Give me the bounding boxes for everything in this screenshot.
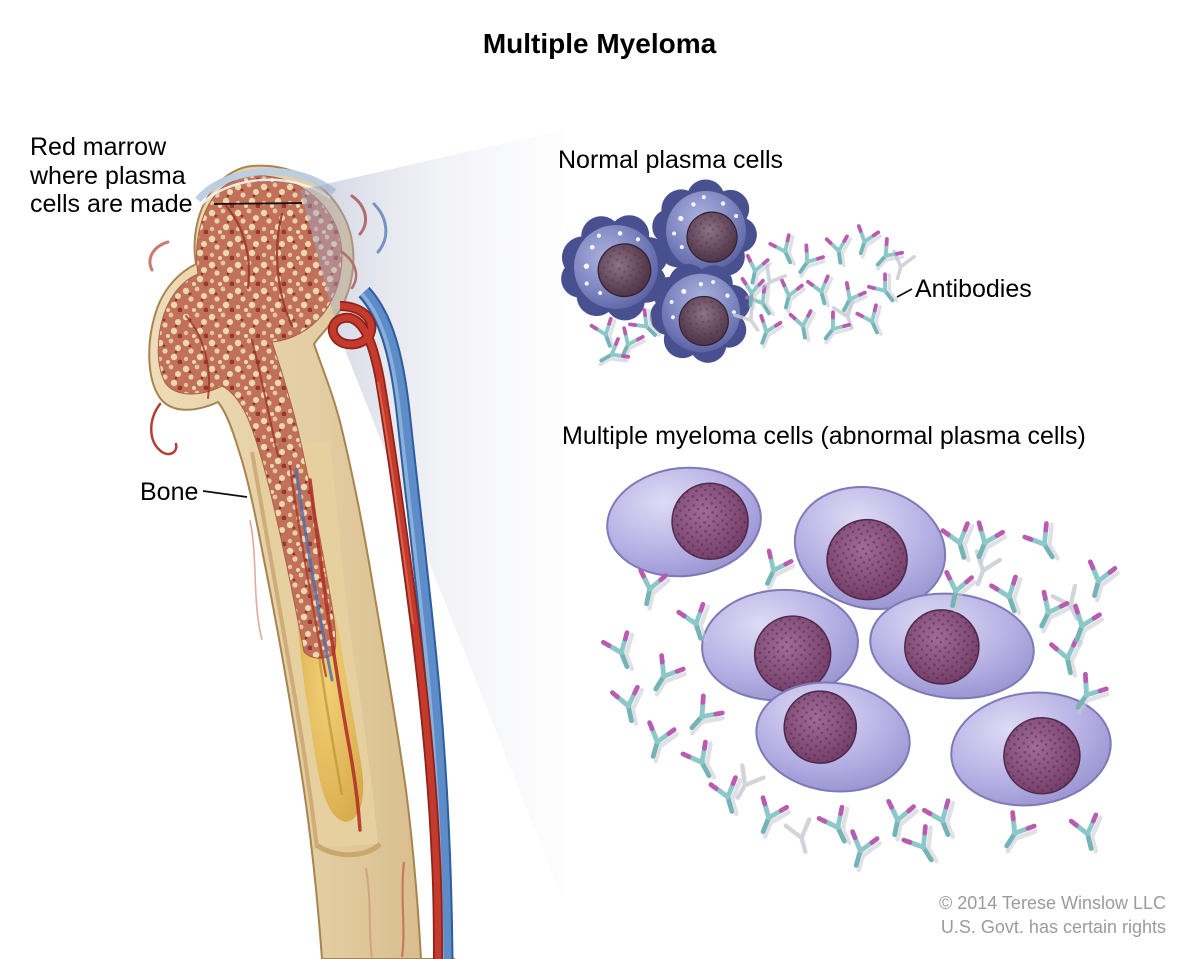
antibody-icon <box>768 232 806 272</box>
label-antibodies: Antibodies <box>915 275 1032 303</box>
leader-lines <box>202 202 913 498</box>
antibody-icon <box>1081 562 1118 604</box>
leader-red-marrow <box>213 202 303 205</box>
antibody-icon <box>824 234 856 270</box>
antibody-icon <box>943 523 981 565</box>
antibody-icon <box>633 570 669 611</box>
antibody-icon <box>881 801 917 842</box>
antibody-icon <box>1029 592 1071 637</box>
credit-line2: U.S. Govt. has certain rights <box>940 916 1166 937</box>
myeloma-cells-group <box>606 466 1112 807</box>
label-bone: Bone <box>140 478 199 506</box>
antibody-icon <box>755 551 795 594</box>
normal-plasma-cells-group <box>546 170 772 384</box>
antibody-icon <box>1025 522 1068 567</box>
leader-bone <box>202 490 248 498</box>
antibody-icon <box>750 798 790 842</box>
antibody-icon <box>612 687 648 728</box>
credit-line1: © 2014 Terese Winslow LLC <box>938 893 1166 914</box>
cut-rim <box>316 842 382 858</box>
copyright-credit: © 2014 Terese Winslow LLC U.S. Govt. has… <box>939 892 1166 939</box>
antibody-ghost-icon <box>786 819 817 855</box>
surface-vessels <box>249 519 406 958</box>
cortical-wall <box>250 451 319 849</box>
label-red-marrow-line3: cells are made <box>30 190 193 218</box>
myeloma-cell-icon <box>606 466 762 578</box>
label-normal-plasma-cells: Normal plasma cells <box>558 146 784 174</box>
antibody-icon <box>819 806 861 851</box>
cartilage-cap <box>195 168 337 203</box>
myeloma-cell-icon <box>755 681 911 793</box>
myeloma-cell-icon <box>793 485 947 611</box>
antibody-icon <box>603 631 643 675</box>
label-red-marrow-line1: Red marrow <box>30 133 167 161</box>
antibody-icon <box>643 656 686 701</box>
label-red-marrow: Red marrow where plasma cells are made <box>30 133 193 219</box>
antibody-icon <box>589 315 626 355</box>
antibody-icon <box>683 740 725 785</box>
antibody-icon <box>855 302 893 342</box>
label-myeloma-cells: Multiple myeloma cells (abnormal plasma … <box>562 422 1086 450</box>
antibody-icon <box>806 273 840 311</box>
antibody-icon <box>749 313 786 353</box>
antibody-icon <box>1063 606 1103 649</box>
myeloma-cell-icon <box>701 588 859 702</box>
antibody-ghost-icon <box>1053 586 1088 624</box>
antibody-icon <box>680 696 725 742</box>
antibody-icon <box>994 813 1037 858</box>
leader-antibodies <box>896 288 913 298</box>
red-marrow-region <box>157 175 343 659</box>
label-red-marrow-line2: where plasma <box>30 161 186 190</box>
artery-red <box>327 301 443 959</box>
myeloma-cell-icon <box>869 592 1035 700</box>
blood-vessels <box>327 286 454 959</box>
antibody-icon <box>788 308 821 345</box>
marrow-vessels <box>185 204 362 832</box>
antibody-icon <box>904 825 947 870</box>
antibody-icon <box>1071 814 1108 855</box>
antibody-icon <box>640 723 678 765</box>
antibody-icon <box>773 278 807 316</box>
figure-title: Multiple Myeloma <box>482 28 717 59</box>
antibody-icon <box>1051 639 1087 680</box>
myeloma-cell-icon <box>950 691 1112 807</box>
antibody-icon <box>848 224 883 263</box>
